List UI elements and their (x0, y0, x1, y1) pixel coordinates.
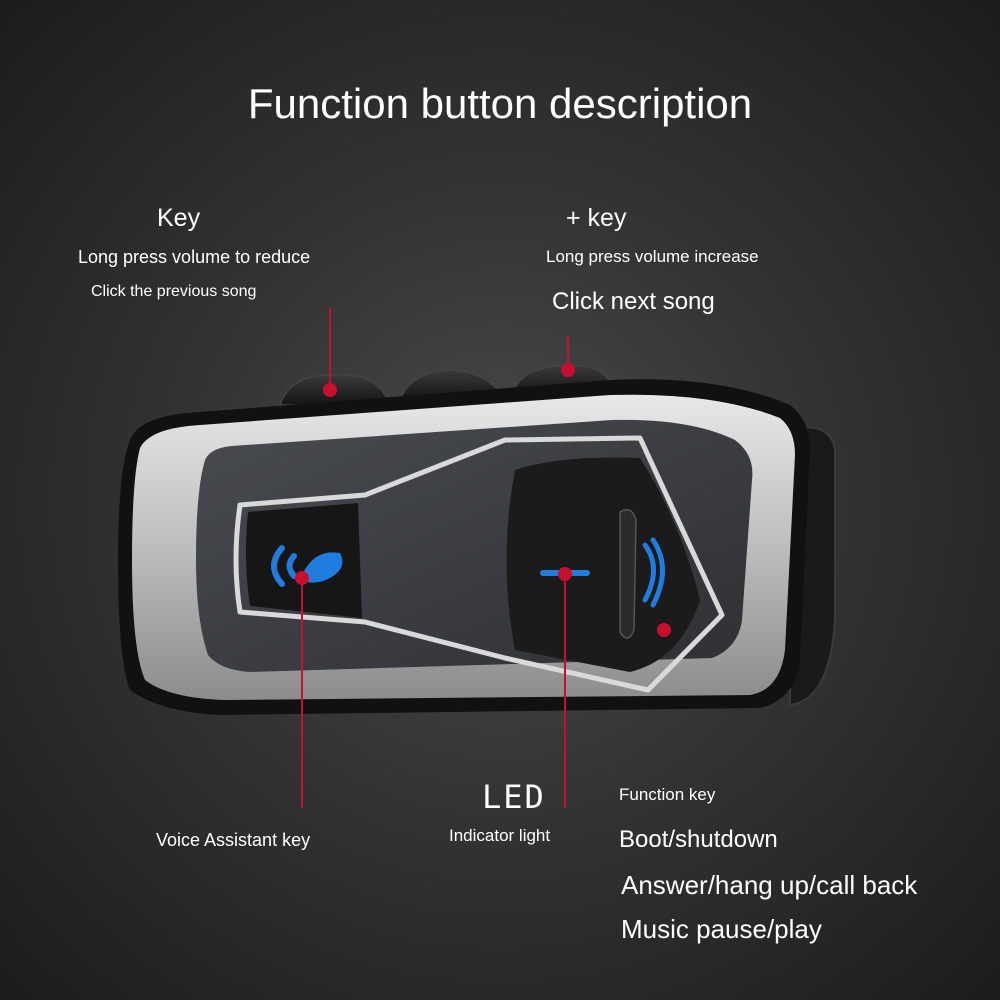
plus-key-desc-2: Click next song (552, 288, 715, 315)
minus-key-label: Key (157, 204, 201, 232)
pointer-voice-key (295, 571, 309, 808)
pointer-minus-key (323, 308, 337, 397)
function-key-label: Function key (619, 785, 716, 804)
function-key-item-3: Music pause/play (621, 914, 822, 944)
function-key-item-1: Boot/shutdown (619, 826, 778, 853)
led-sub-label: Indicator light (449, 826, 551, 845)
pointer-led (558, 567, 572, 808)
function-key-area (506, 457, 700, 672)
function-key-icon (642, 537, 665, 608)
minus-key-desc-1: Long press volume to reduce (78, 247, 311, 267)
page-title: Function button description (247, 80, 753, 127)
voice-assistant-bubble-icon (300, 552, 343, 583)
function-key-item-2: Answer/hang up/call back (621, 870, 918, 900)
pointer-function-key (657, 623, 671, 637)
minus-key-desc-2: Click the previous song (91, 283, 257, 300)
pointer-plus-key (561, 336, 575, 377)
function-key-slot (619, 509, 637, 639)
plus-key-label: + key (566, 204, 627, 232)
inner-frame (233, 435, 725, 693)
voice-assistant-label: Voice Assistant key (156, 830, 311, 850)
led-label: LED (482, 778, 546, 816)
plus-key-desc-1: Long press volume increase (546, 247, 759, 266)
voice-assistant-icon (271, 545, 297, 587)
voice-key-area (245, 503, 362, 618)
